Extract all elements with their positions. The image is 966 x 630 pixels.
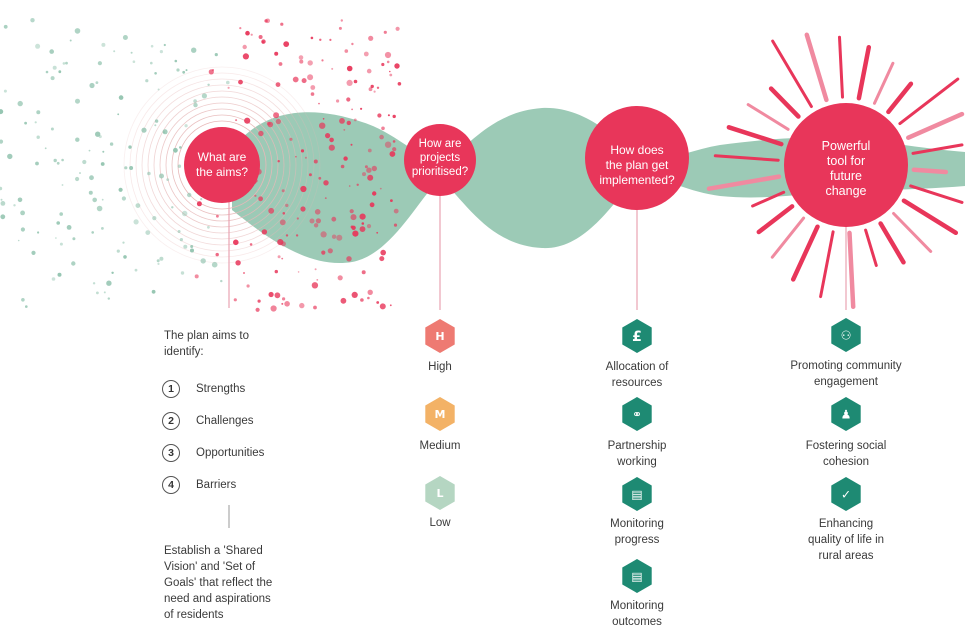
node-circle-aims	[184, 127, 260, 203]
node-circle-priority	[404, 124, 476, 196]
concentric-rings	[123, 66, 321, 264]
number-badge: 3	[162, 444, 180, 462]
svg-text:⚇: ⚇	[841, 328, 852, 342]
aims-item-label: Opportunities	[196, 447, 265, 459]
svg-text:▤: ▤	[631, 569, 642, 583]
aims-item-label: Challenges	[196, 415, 254, 427]
svg-text:M: M	[435, 408, 446, 421]
sunburst-rays	[706, 32, 965, 310]
implementation-label-progress: Monitoring progress	[610, 518, 664, 546]
outcome-label-engagement: Promoting community engagement	[790, 360, 902, 388]
number-badge: 4	[162, 476, 180, 494]
aims-item: 2 Challenges	[162, 410, 254, 432]
clipboard-icon: ▤	[622, 477, 652, 511]
node-label-implementation: How does the plan get implemented?	[599, 143, 675, 187]
node-label-priority: How are projects prioritised?	[411, 138, 469, 178]
connector-lines	[228, 190, 847, 310]
number-badge: 2	[162, 412, 180, 430]
node-circle-implementation	[585, 106, 689, 210]
aims-item: 1 Strengths	[162, 378, 245, 400]
check-circle-icon: ✓	[831, 477, 861, 511]
hexagon-h-icon: H	[425, 319, 455, 353]
clipboard-icon: ▤	[622, 559, 652, 593]
aims-conclusion: Establish a 'Shared Vision' and 'Set of …	[164, 545, 273, 621]
node-label-outcomes: Powerful tool for future change	[821, 139, 871, 198]
implementation-label-resources: Allocation of resources	[605, 361, 669, 389]
implementation-label-partnership: Partnership working	[607, 440, 667, 468]
priority-label-low: Low	[429, 517, 451, 529]
number-badge: 1	[162, 380, 180, 398]
svg-text:▤: ▤	[631, 487, 642, 501]
pound-sign-icon: £	[622, 319, 652, 353]
node-label-aims: What are the aims?	[195, 150, 249, 179]
svg-text:L: L	[436, 487, 443, 500]
community-icon: ⚇	[831, 318, 861, 352]
aims-item: 3 Opportunities	[162, 442, 264, 464]
group-icon: ♟	[831, 397, 861, 431]
outcome-label-quality: Enhancing quality of life in rural areas	[807, 518, 885, 562]
svg-text:⚭: ⚭	[632, 407, 642, 421]
hexagon-m-icon: M	[425, 397, 455, 431]
outcome-label-cohesion: Fostering social cohesion	[805, 440, 887, 468]
priority-label-high: High	[428, 361, 452, 373]
svg-text:✓: ✓	[841, 487, 851, 501]
node-circle-outcomes	[784, 103, 908, 227]
handshake-icon: ⚭	[622, 397, 652, 431]
aims-item-label: Barriers	[196, 479, 237, 491]
priority-label-medium: Medium	[419, 440, 461, 452]
svg-text:♟: ♟	[841, 407, 852, 421]
aims-item: 4 Barriers	[162, 474, 236, 496]
implementation-label-outcomes: Monitoring outcomes	[610, 600, 664, 628]
hexagon-l-icon: L	[425, 476, 455, 510]
svg-text:H: H	[435, 330, 444, 343]
aims-item-label: Strengths	[196, 383, 246, 395]
aims-intro: The plan aims to identify:	[164, 330, 250, 358]
scattered-dots	[0, 18, 402, 312]
svg-text:£: £	[632, 329, 642, 345]
